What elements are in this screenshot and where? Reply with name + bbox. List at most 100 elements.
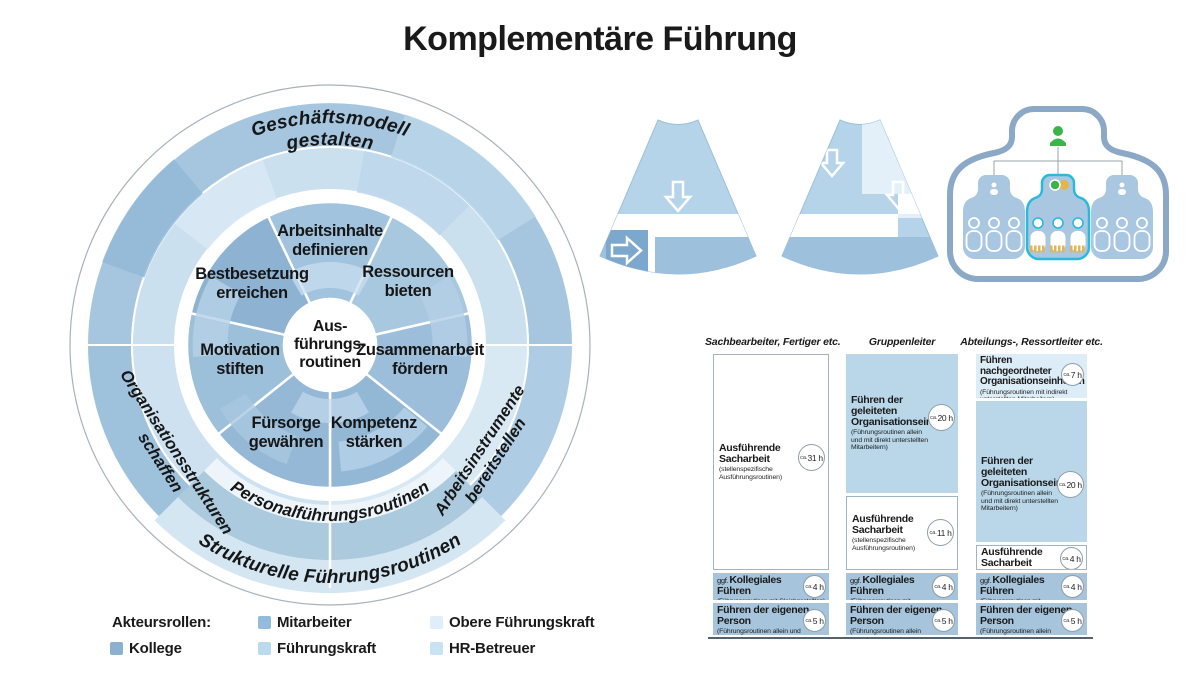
column-title-gruppenleiter: Gruppenleiter — [868, 336, 936, 348]
hours-badge: ca.5 h — [1061, 609, 1084, 632]
hours-badge: ca.20 h — [928, 404, 955, 431]
block-ausfuehrende-sacharbeit: Ausführende Sacharbeit (stellenspezifisc… — [846, 496, 958, 570]
organization-units-illustration — [947, 106, 1169, 282]
legend-item-hr-betreuer: HR-Betreuer — [430, 640, 535, 657]
hours-badge: ca.20 h — [1057, 471, 1084, 498]
legend-item-fuehrungskraft: Führungskraft — [258, 640, 376, 657]
hours-badge: ca.4 h — [1060, 547, 1083, 569]
leader-pair-icon — [1049, 179, 1069, 191]
down-arrow-icon — [884, 180, 912, 210]
column-sachbearbeiter: Ausführende Sacharbeit (stellenspezifisc… — [713, 354, 829, 637]
legend-heading: Akteursrollen: — [112, 614, 211, 631]
block-fuehren-eigene-person: Führen der eigenen Person (Führungsrouti… — [846, 603, 958, 635]
page-title: Komplementäre Führung — [403, 20, 797, 58]
color-swatch — [258, 616, 271, 629]
highlighted-unit-blob — [1025, 173, 1091, 261]
delegation-cones-illustration — [599, 119, 939, 275]
delegation-cone-1-icon — [599, 119, 757, 275]
block-label: Kollegiales Führen — [850, 574, 915, 598]
down-arrow-icon — [818, 148, 846, 178]
block-prefix: ggf. — [980, 576, 992, 585]
block-subtitle: (Führungsroutinen allein und mit eigenen… — [850, 628, 921, 635]
block-fuehren-geleitete-einheit: Führen der geleiteten Organisationseinhe… — [976, 401, 1087, 542]
block-subtitle: (Führungsroutinen allein und mit direkt … — [981, 489, 1058, 513]
highlighted-members — [1030, 217, 1086, 253]
legend-item-label: Mitarbeiter — [277, 614, 352, 631]
hours-badge: ca.5 h — [932, 609, 955, 632]
wheel-disk-patches — [192, 262, 468, 472]
column-gruppenleiter: Führen der geleiteten Organisationseinhe… — [846, 354, 958, 637]
block-label: Führen der eigenen Person — [980, 604, 1073, 628]
color-swatch — [258, 642, 271, 655]
color-swatch — [430, 642, 443, 655]
block-label: Ausführende Sacharbeit — [981, 546, 1043, 570]
wheel-outer-border — [69, 84, 591, 606]
hours-badge: ca.7 h — [1061, 363, 1084, 386]
color-swatch — [110, 642, 123, 655]
block-fuehren-eigene-person: Führen der eigenen Person (Führungsrouti… — [713, 603, 829, 635]
block-subtitle: (Führungsroutinen mit indirekt unterstel… — [980, 388, 1068, 399]
wheel-band-patches — [102, 114, 536, 278]
block-ausfuehrende-sacharbeit: Ausführende Sacharbeit (stellenspezifisc… — [976, 545, 1087, 570]
wheel-center-circle — [284, 299, 376, 391]
legend-item-obere-fuehrungskraft: Obere Führungskraft — [430, 614, 595, 631]
wheel-bottom-band-overlay — [154, 458, 506, 594]
block-ausfuehrende-sacharbeit: Ausführende Sacharbeit (stellenspezifisc… — [713, 354, 829, 570]
block-subtitle: (Führungsroutinen mit Gleichgestellten) — [980, 598, 1083, 600]
hours-badge: ca.11 h — [927, 519, 954, 546]
block-label: Ausführende Sacharbeit — [852, 512, 914, 536]
block-label: Führen der eigenen Person — [717, 604, 810, 628]
block-prefix: ggf. — [850, 576, 862, 585]
block-subtitle: (Führungsroutinen mit Gleichgestellten) — [717, 598, 825, 600]
block-label: Führen der eigenen Person — [850, 604, 943, 628]
block-label: Führen nachgeordneter Organisationseinhe… — [980, 355, 1085, 387]
right-arrow-icon — [610, 235, 643, 266]
legend-item-label: HR-Betreuer — [449, 640, 536, 657]
hours-badge: ca.4 h — [803, 575, 826, 598]
wheel-center-label: Aus-führungs-routinen — [294, 318, 366, 371]
block-kollegiales-fuehren: ggf.Kollegiales Führen (Führungsroutinen… — [976, 573, 1087, 600]
legend-item-label: Führungskraft — [277, 640, 377, 657]
block-label: Führen der geleiteten Organisationseinhe… — [981, 454, 1080, 489]
block-subtitle: (Führungsroutinen allein und mit eigenen… — [980, 628, 1051, 635]
block-subtitle: (stellenspezifische Ausführungsroutinen) — [852, 536, 915, 552]
legend-item-label: Obere Führungskraft — [449, 614, 595, 631]
block-fuehren-eigene-person: Führen der eigenen Person (Führungsrouti… — [976, 603, 1087, 635]
hours-badge: ca.4 h — [932, 575, 955, 598]
legend-item-kollege: Kollege — [110, 640, 182, 657]
block-label: Kollegiales Führen — [717, 574, 782, 598]
block-label: Kollegiales Führen — [980, 574, 1045, 598]
block-subtitle: (Führungsroutinen mit Gleichgestellten) — [850, 598, 954, 600]
hours-badge: ca.31 h — [798, 444, 825, 471]
block-fuehren-geleitete-einheit: Führen der geleiteten Organisationseinhe… — [846, 354, 958, 493]
block-kollegiales-fuehren: ggf.Kollegiales Führen (Führungsroutinen… — [846, 573, 958, 600]
column-title-sachbearbeiter: Sachbearbeiter, Fertiger etc. — [705, 336, 841, 348]
top-leader-person-icon — [1050, 126, 1066, 146]
legend-heading-label: Akteursrollen: — [112, 614, 211, 631]
block-kollegiales-fuehren: ggf.Kollegiales Führen (Führungsroutinen… — [713, 573, 829, 600]
column-title-abteilungsleiter: Abteilungs-, Ressortleiter etc. — [960, 336, 1103, 348]
block-subtitle: (Führungsroutinen allein und mit eigenen… — [717, 628, 801, 635]
columns-baseline — [708, 637, 1093, 639]
column-abteilungsleiter: Führen nachgeordneter Organisationseinhe… — [976, 354, 1087, 637]
side-unit-blobs — [963, 175, 1153, 259]
delegation-cone-2-icon — [781, 119, 939, 275]
block-label: Führen der geleiteten Organisationseinhe… — [851, 393, 950, 428]
hours-badge: ca.4 h — [1061, 575, 1084, 598]
block-subtitle: (Führungsroutinen allein und mit direkt … — [851, 428, 928, 452]
color-swatch — [430, 616, 443, 629]
block-fuehren-nachgeordnete-einheiten: Führen nachgeordneter Organisationseinhe… — [976, 354, 1087, 398]
down-arrow-icon — [663, 180, 693, 213]
legend-item-label: Kollege — [129, 640, 182, 657]
block-label: Ausführende Sacharbeit — [719, 441, 781, 465]
hours-badge: ca.5 h — [803, 609, 826, 632]
